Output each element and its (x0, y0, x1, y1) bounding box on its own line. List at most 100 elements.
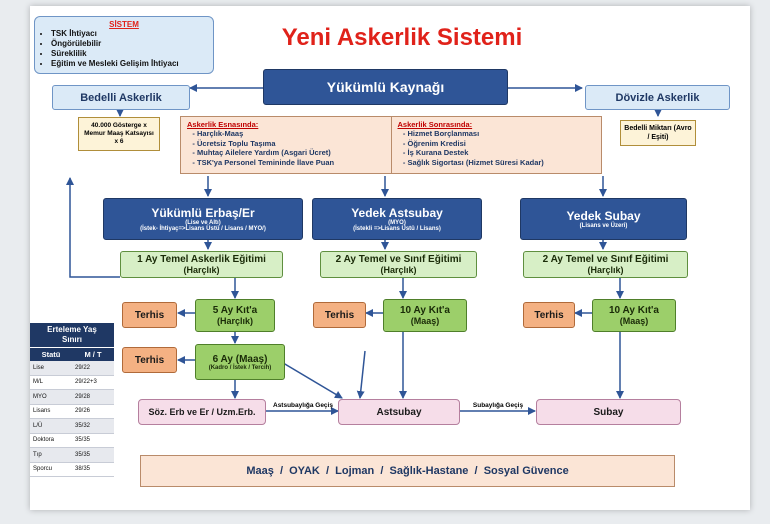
career-soz: Söz. Erb ve Er / Uzm.Erb. (138, 399, 266, 425)
unit-astsubay-label: 10 Ay Kıt'a (400, 305, 450, 316)
connector-lines (66, 84, 662, 415)
extra-service: 6 Ay (Maaş) (Kadro / İstek / Tercih) (195, 344, 285, 380)
benefits-panel: Askerlik Esnasında: Harçlık-Maaş Ücretsi… (180, 116, 602, 174)
astsubay-sub1: (MYO) (388, 220, 406, 226)
table-cell: M/L (33, 379, 44, 385)
astsubay-sub2: (İstekli =>Lisans Üstü / Lisans) (353, 226, 441, 232)
career-subay: Subay (536, 399, 681, 425)
during-heading: Askerlik Esnasında: (187, 120, 259, 129)
bedelli-label: Bedelli Askerlik (80, 91, 162, 104)
training-astsubay-pay: (Harçlık) (380, 265, 417, 275)
erbas-title: Yükümlü Erbaş/Er (151, 206, 255, 220)
extra-service-sub: (Kadro / İstek / Tercih) (208, 364, 272, 371)
deferral-table: Erteleme Yaş Sınırı Statü M / T Lise 29/2… (30, 323, 114, 477)
table-row: Lisans 29/26 (30, 404, 114, 419)
table-row: MYO 29/28 (30, 390, 114, 405)
training-erbas-pay: (Harçlık) (183, 265, 220, 275)
extra-service-label: 6 Ay (Maaş) (212, 353, 268, 365)
astsubay-title: Yedek Astsubay (351, 206, 443, 220)
slide: SİSTEM TSK İhtiyacı Öngörülebilir Sürekl… (30, 6, 750, 510)
terhis-subay: Terhis (523, 302, 575, 328)
unit-subay-label: 10 Ay Kıt'a (609, 305, 659, 316)
career-to-astsubay: Astsubaylığa Geçiş (273, 402, 333, 409)
erbas-sub1: (Lise ve Altı) (185, 220, 221, 226)
system-box: SİSTEM TSK İhtiyacı Öngörülebilir Sürekl… (34, 16, 214, 74)
table-row: M/L 29/22+3 (30, 375, 114, 390)
deferral-header: M / T (84, 350, 102, 359)
column-astsubay: Yedek Astsubay (MYO) (İstekli =>Lisans Ü… (312, 198, 482, 240)
benefits-bar: Maaş / OYAK / Lojman / Sağlık-Hastane / … (140, 455, 675, 487)
bedelli-detail-text: 40.000 Gösterge x Memur Maaş Katsayısı x… (84, 122, 154, 145)
table-cell: 29/22 (75, 364, 91, 371)
dovizli-detail: Bedelli Miktarı (Avro / Eşiti) (620, 120, 696, 146)
dovizli-detail-text: Bedelli Miktarı (Avro / Eşiti) (624, 125, 692, 141)
terhis-label: Terhis (134, 309, 165, 321)
table-cell: Lise (33, 364, 45, 371)
subay-title: Yedek Subay (566, 209, 641, 223)
after-item: Hizmet Borçlanması (408, 129, 596, 139)
unit-erbas: 5 Ay Kıt'a (Harçlık) (195, 299, 275, 332)
erbas-sub2: (İstek- İhtiyaç=>Lisans Üstü / Lisans / … (140, 226, 266, 232)
system-heading: SİSTEM (109, 20, 139, 29)
unit-subay-pay: (Maaş) (619, 316, 649, 326)
after-item: Öğrenim Kredisi (408, 139, 596, 149)
table-cell: 35/35 (75, 451, 91, 458)
system-item: Eğitim ve Mesleki Gelişim İhtiyacı (51, 59, 179, 69)
during-section: Askerlik Esnasında: Harçlık-Maaş Ücretsi… (181, 117, 392, 173)
training-erbas: 1 Ay Temel Askerlik Eğitimi (Harçlık) (120, 251, 283, 278)
career-subay-label: Subay (593, 406, 624, 418)
table-row: Lise 29/22 (30, 361, 114, 376)
bedelli-box: Bedelli Askerlik (52, 85, 190, 110)
table-cell: Lisans (33, 408, 51, 414)
terhis-astsubay: Terhis (313, 302, 366, 328)
unit-erbas-label: 5 Ay Kıt'a (212, 305, 258, 316)
deferral-title: Erteleme Yaş Sınırı (30, 323, 114, 347)
table-cell: Doktora (33, 437, 55, 443)
terhis-label: Terhis (534, 309, 564, 321)
table-cell: 35/35 (75, 437, 91, 443)
table-cell: L/Ü (33, 422, 43, 429)
during-item: TSK'ya Personel Temininde İlave Puan (197, 158, 385, 168)
table-cell: MYO (33, 393, 47, 400)
training-erbas-label: 1 Ay Temel Askerlik Eğitimi (137, 254, 266, 265)
after-section: Askerlik Sonrasında: Hizmet Borçlanması … (392, 117, 602, 173)
deferral-header: Statü (41, 350, 61, 359)
dovizli-label: Dövizle Askerlik (615, 91, 700, 104)
training-astsubay: 2 Ay Temel ve Sınıf Eğitimi (Harçlık) (320, 251, 477, 278)
training-astsubay-label: 2 Ay Temel ve Sınıf Eğitimi (335, 254, 462, 265)
training-subay-label: 2 Ay Temel ve Sınıf Eğitimi (542, 254, 669, 265)
unit-astsubay-pay: (Maaş) (410, 316, 440, 326)
after-item: Sağlık Sigortası (Hizmet Süresi Kadar) (408, 158, 596, 168)
column-erbas: Yükümlü Erbaş/Er (Lise ve Altı) (İstek- … (103, 198, 303, 240)
benefits-text: Maaş / OYAK / Lojman / Sağlık-Hastane / … (246, 465, 569, 477)
after-heading: Askerlik Sonrasında: (397, 120, 473, 129)
terhis-extra: Terhis (122, 347, 177, 373)
career-soz-label: Söz. Erb ve Er / Uzm.Erb. (148, 407, 256, 417)
table-cell: 29/22+3 (75, 379, 97, 385)
during-item: Muhtaç Ailelere Yardım (Asgari Ücret) (197, 148, 385, 158)
unit-erbas-pay: (Harçlık) (216, 316, 253, 326)
source-label: Yükümlü Kaynağı (326, 79, 445, 95)
table-cell: 29/26 (75, 408, 91, 414)
unit-astsubay: 10 Ay Kıt'a (Maaş) (383, 299, 467, 332)
bedelli-detail: 40.000 Gösterge x Memur Maaş Katsayısı x… (78, 117, 160, 151)
unit-subay: 10 Ay Kıt'a (Maaş) (592, 299, 676, 332)
after-item: İş Kurana Destek (408, 148, 596, 158)
during-item: Ücretsiz Toplu Taşıma (197, 139, 385, 149)
table-cell: 29/28 (75, 393, 91, 400)
career-astsubay-label: Astsubay (376, 406, 422, 418)
source-box: Yükümlü Kaynağı (263, 69, 508, 105)
during-item: Harçlık-Maaş (197, 129, 385, 139)
career-to-subay: Subaylığa Geçiş (472, 402, 524, 409)
subay-sub1: (Lisans ve Üzeri) (579, 223, 628, 229)
page-title: Yeni Askerlik Sistemi (281, 24, 523, 51)
dovizli-box: Dövizle Askerlik (585, 85, 730, 110)
terhis-erbas: Terhis (122, 302, 177, 328)
training-subay-pay: (Harçlık) (587, 265, 624, 275)
system-item: Süreklilik (51, 49, 179, 59)
terhis-label: Terhis (324, 309, 355, 321)
career-astsubay: Astsubay (338, 399, 460, 425)
